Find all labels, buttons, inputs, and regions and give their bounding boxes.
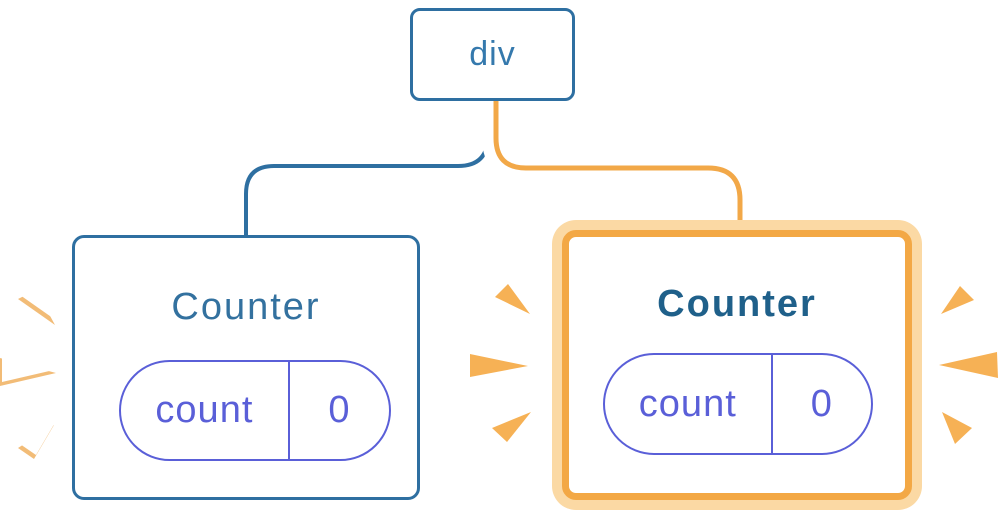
state-key: count <box>605 355 773 453</box>
connector-left-line <box>244 100 490 238</box>
spark-icon <box>942 412 972 444</box>
connector-right-casing <box>482 101 754 226</box>
connector-right-line <box>493 101 743 226</box>
state-value: 0 <box>810 382 833 425</box>
counter-title: Counter <box>657 283 817 325</box>
white-flash-burst-icon <box>0 286 58 459</box>
spark-icon <box>20 286 57 321</box>
tree-node-div-label: div <box>469 35 516 73</box>
counter-title: Counter <box>171 286 321 328</box>
counter-card-left: Counter count 0 <box>72 235 420 500</box>
state-key: count <box>121 362 290 459</box>
spark-icon <box>20 421 56 455</box>
tree-node-div: div <box>410 8 575 101</box>
spark-icon <box>495 284 530 314</box>
state-pill: count 0 <box>119 360 391 461</box>
counter-card-right-highlighted: Counter count 0 <box>562 230 912 500</box>
orange-flash-burst-right-icon <box>939 286 998 444</box>
spark-icon <box>941 286 974 314</box>
orange-flash-burst-left-icon <box>470 284 531 442</box>
spark-icon <box>939 352 998 378</box>
spark-icon <box>2 354 58 382</box>
state-pill: count 0 <box>603 353 873 455</box>
spark-icon <box>470 354 528 377</box>
spark-icon <box>492 412 531 442</box>
state-value: 0 <box>328 389 351 431</box>
